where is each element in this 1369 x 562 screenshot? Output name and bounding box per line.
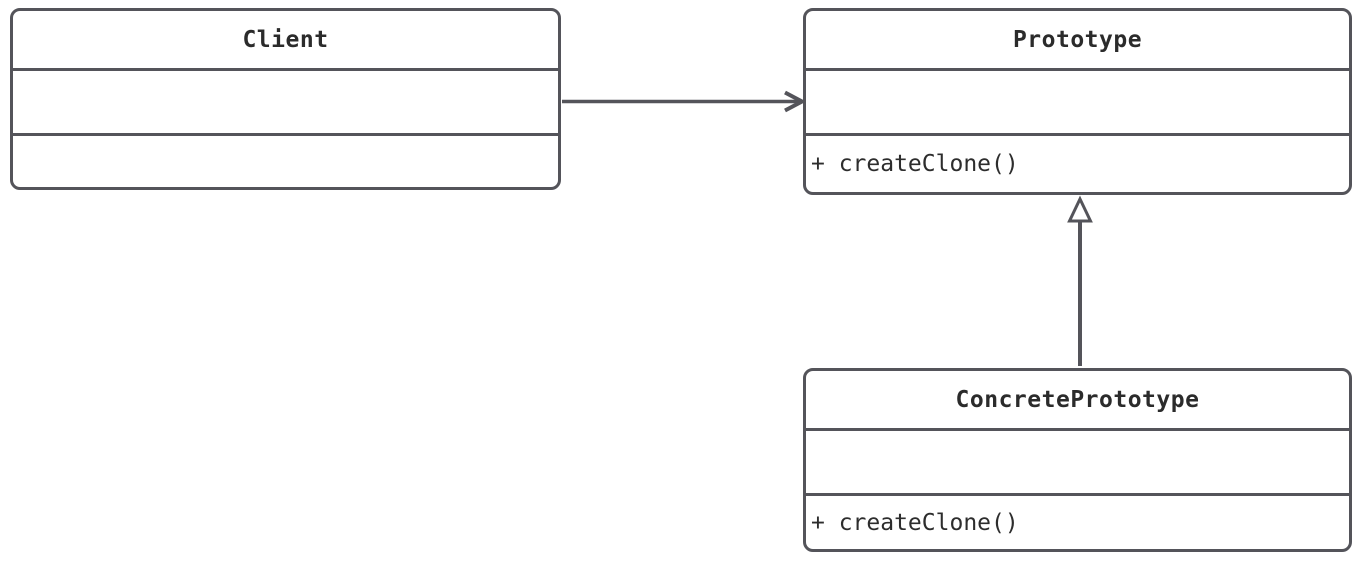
class-box-client: Client: [10, 8, 561, 190]
association-open-arrowhead: [784, 90, 807, 113]
class-methods-concreteprototype: + createClone(): [806, 493, 1349, 549]
class-box-concreteprototype: ConcretePrototype + createClone(): [803, 368, 1352, 552]
class-box-prototype: Prototype + createClone(): [803, 8, 1352, 195]
generalization-hollow-triangle-arrowhead: [1067, 195, 1093, 223]
class-methods-prototype: + createClone(): [806, 133, 1349, 192]
class-name-client: Client: [242, 26, 329, 53]
class-methods-client: [13, 133, 558, 187]
class-name-prototype: Prototype: [1012, 26, 1143, 53]
class-attributes-prototype: [806, 68, 1349, 133]
association-arrow-client-to-prototype: [562, 90, 807, 113]
class-name-concreteprototype: ConcretePrototype: [955, 386, 1200, 413]
class-attributes-concreteprototype: [806, 428, 1349, 493]
class-attributes-client: [13, 68, 558, 133]
generalization-arrow-concreteprototype-to-prototype: [1067, 195, 1093, 366]
